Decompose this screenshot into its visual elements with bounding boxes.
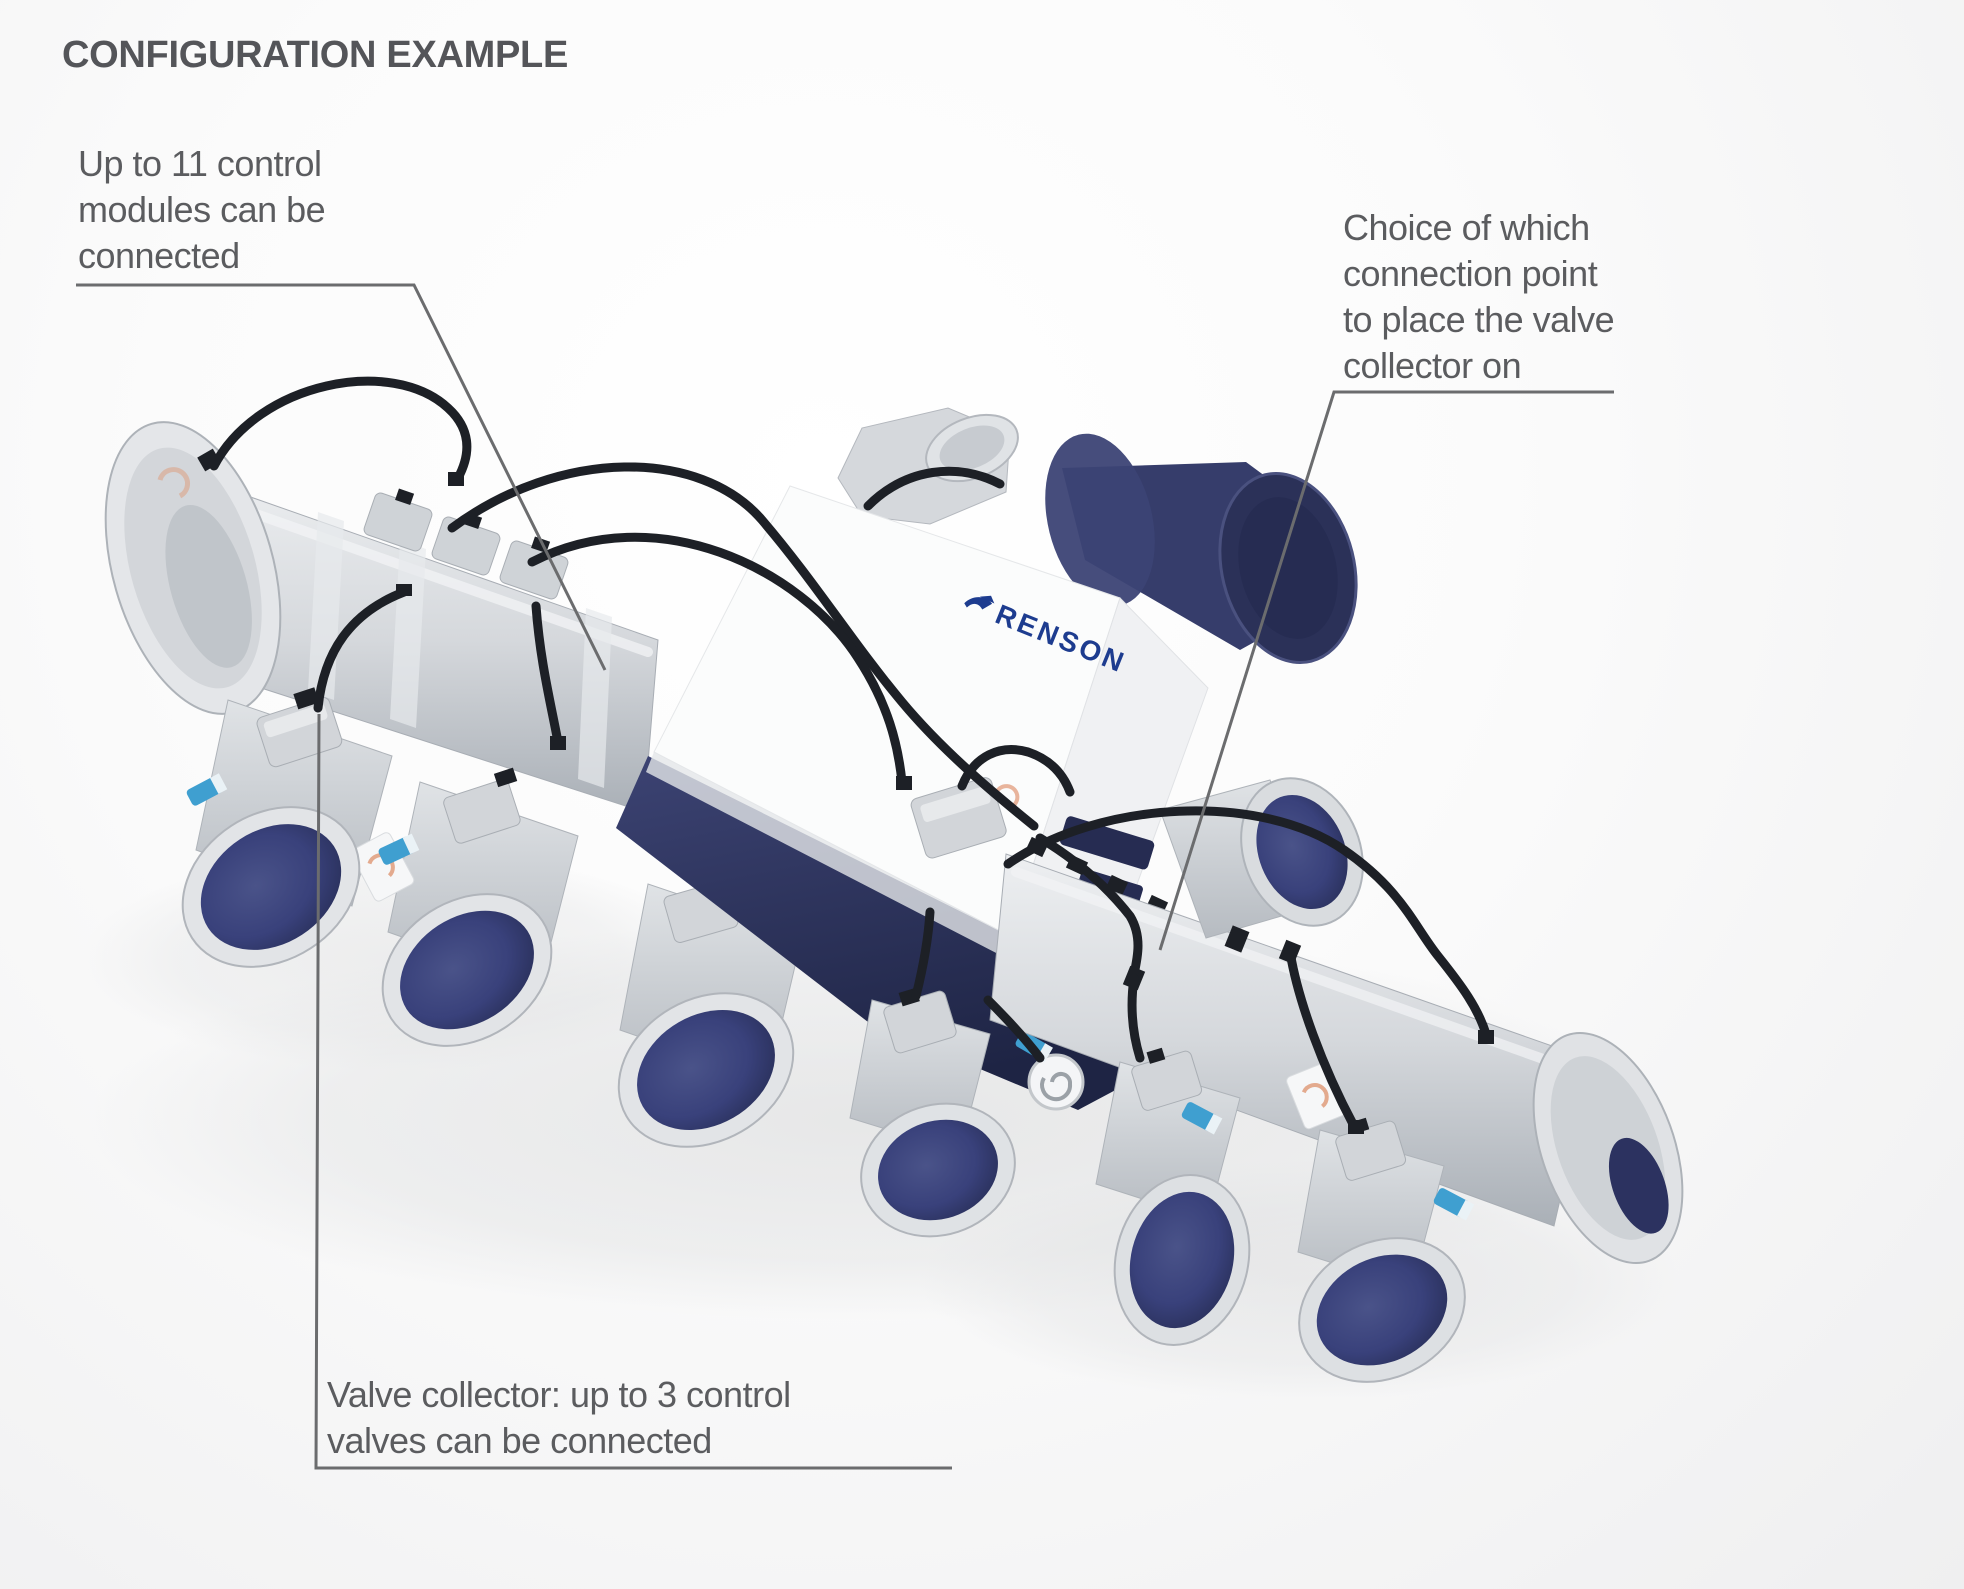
callout-text-line: collector on <box>1343 345 1522 386</box>
control-module <box>431 512 501 576</box>
valve-opening <box>1113 1174 1251 1346</box>
callout-valve-collector: Valve collector: up to 3 control valves … <box>327 1372 967 1464</box>
callout-line-control-modules <box>76 283 607 671</box>
valve-opening <box>381 893 553 1047</box>
valve-opening <box>617 992 795 1148</box>
connector-clip <box>1181 1102 1223 1135</box>
callout-text-line: to place the valve <box>1343 299 1615 340</box>
callout-text-line: Valve collector: up to 3 control <box>327 1374 791 1415</box>
tube-end-cap <box>1532 1031 1684 1265</box>
valve-collector-cap <box>1027 1053 1085 1111</box>
callout-text-line: modules can be <box>78 189 326 230</box>
left-valve-collector <box>104 376 803 1148</box>
control-module <box>910 777 1020 859</box>
valve-opening <box>1298 1237 1466 1383</box>
control-module <box>363 488 433 552</box>
connector-clip <box>1433 1188 1475 1221</box>
cables <box>447 462 1491 1131</box>
callout-control-modules: Up to 11 control modules can be connecte… <box>78 141 408 279</box>
brand-sticker <box>157 467 191 499</box>
renson-swoosh-icon <box>964 597 993 610</box>
valve-opening <box>860 1102 1016 1238</box>
callout-connection-point: Choice of which connection point to plac… <box>1343 205 1683 389</box>
callout-text-line: valves can be connected <box>327 1420 712 1461</box>
cable-connectors <box>896 776 1494 1134</box>
cables <box>209 376 563 747</box>
callout-text-line: connected <box>78 235 240 276</box>
tube-end-cap <box>104 421 282 715</box>
callout-text-line: Choice of which <box>1343 207 1590 248</box>
exhaust-duct <box>1045 433 1358 665</box>
connector-clip <box>378 833 420 865</box>
control-module <box>1131 1047 1203 1111</box>
control-module <box>443 767 521 844</box>
valve-opening <box>181 806 361 968</box>
callout-line-connection-point <box>1158 390 1614 951</box>
callout-text-line: connection point <box>1343 253 1598 294</box>
page-title: CONFIGURATION EXAMPLE <box>62 34 568 76</box>
control-module <box>883 987 957 1054</box>
control-module <box>256 687 343 768</box>
cable-connectors <box>197 448 566 750</box>
callout-text-line: Up to 11 control <box>78 143 322 184</box>
connector-clip <box>186 773 228 806</box>
callout-line-valve-collector <box>314 713 952 1470</box>
